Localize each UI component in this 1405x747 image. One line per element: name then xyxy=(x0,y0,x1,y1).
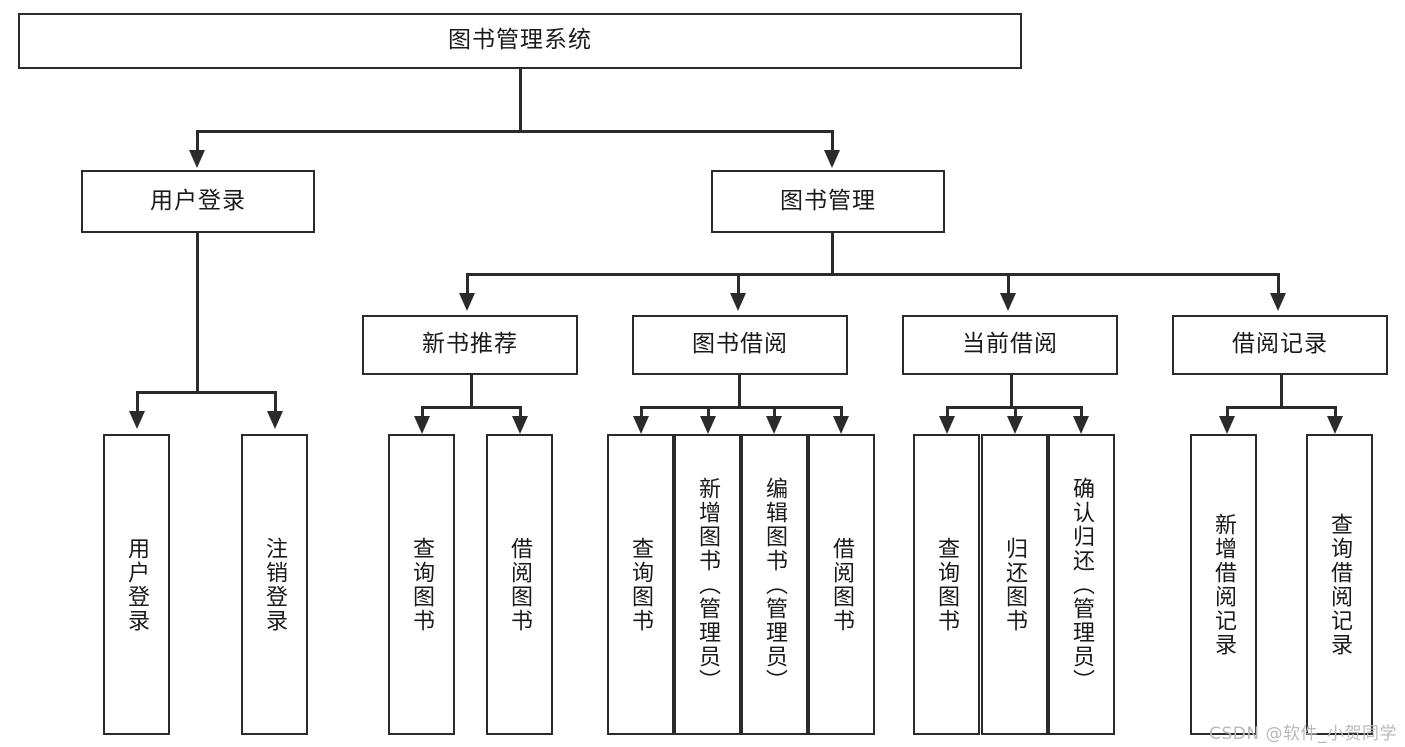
edge-book-borrow-child3 xyxy=(773,406,776,418)
edge-to-new-book xyxy=(466,273,469,295)
edge-new-book-stem xyxy=(470,375,473,408)
edge-root-stem xyxy=(519,69,522,131)
leaf-book-borrow-add[interactable]: 新增图书（管理员） xyxy=(674,434,741,735)
edge-to-book-manage xyxy=(831,130,834,152)
arrow-user-login-child1 xyxy=(129,411,145,429)
leaf-user-login-signin[interactable]: 用户登录 xyxy=(103,434,170,735)
edge-user-login-stem xyxy=(196,233,199,393)
node-label: 确认归还（管理员） xyxy=(1069,476,1095,693)
arrow-book-borrow-child1 xyxy=(633,416,649,434)
edge-to-borrow-record xyxy=(1277,273,1280,295)
edge-current-borrow-stem xyxy=(1010,375,1013,408)
edge-level2-bus xyxy=(196,130,833,133)
edge-new-book-bus xyxy=(421,406,521,409)
arrow-to-new-book xyxy=(459,293,475,311)
arrow-borrow-record-child1 xyxy=(1219,416,1235,434)
arrow-book-borrow-child4 xyxy=(833,416,849,434)
node-label: 借阅图书 xyxy=(829,536,855,633)
node-label: 新增借阅记录 xyxy=(1211,512,1237,657)
node-label: 图书借阅 xyxy=(692,331,788,358)
arrow-new-book-child1 xyxy=(414,416,430,434)
edge-book-borrow-child1 xyxy=(640,406,643,418)
node-label: 图书管理系统 xyxy=(448,27,592,54)
leaf-current-borrow-confirm[interactable]: 确认归还（管理员） xyxy=(1048,434,1115,735)
arrow-to-book-borrow xyxy=(730,293,746,311)
node-label: 用户登录 xyxy=(150,187,246,214)
arrow-current-borrow-child1 xyxy=(939,416,955,434)
node-label: 注销登录 xyxy=(262,536,288,633)
arrow-to-book-manage xyxy=(824,150,840,168)
node-label: 借阅记录 xyxy=(1232,331,1328,358)
node-root-system[interactable]: 图书管理系统 xyxy=(18,13,1022,69)
arrow-new-book-child2 xyxy=(512,416,528,434)
edge-new-book-child2 xyxy=(519,406,522,418)
node-book-borrow[interactable]: 图书借阅 xyxy=(632,315,848,375)
edge-current-borrow-child3 xyxy=(1080,406,1083,418)
node-label: 新增图书（管理员） xyxy=(695,476,721,693)
edge-current-borrow-child1 xyxy=(946,406,949,418)
edge-user-login-child1 xyxy=(136,391,139,413)
edge-book-borrow-child2 xyxy=(707,406,710,418)
edge-new-book-child1 xyxy=(421,406,424,418)
arrow-current-borrow-child3 xyxy=(1073,416,1089,434)
edge-to-current-borrow xyxy=(1007,273,1010,295)
edge-book-borrow-stem xyxy=(738,375,741,408)
node-label: 新书推荐 xyxy=(422,331,518,358)
edge-borrow-record-child2 xyxy=(1334,406,1337,418)
leaf-current-borrow-return[interactable]: 归还图书 xyxy=(981,434,1048,735)
arrow-to-user-login xyxy=(189,150,205,168)
node-new-book-recommend[interactable]: 新书推荐 xyxy=(362,315,578,375)
edge-to-user-login xyxy=(196,130,199,152)
node-label: 归还图书 xyxy=(1002,536,1028,633)
node-label: 编辑图书（管理员） xyxy=(762,476,788,693)
node-label: 图书管理 xyxy=(780,187,876,214)
leaf-borrow-record-add[interactable]: 新增借阅记录 xyxy=(1190,434,1257,735)
edge-book-borrow-child4 xyxy=(840,406,843,418)
watermark: CSDN @软件_小贺同学 xyxy=(1209,724,1397,744)
edge-current-borrow-bus xyxy=(946,406,1080,409)
leaf-user-login-signout[interactable]: 注销登录 xyxy=(241,434,308,735)
arrow-to-borrow-record xyxy=(1270,293,1286,311)
edge-user-login-child2 xyxy=(274,391,277,413)
node-current-borrow[interactable]: 当前借阅 xyxy=(902,315,1118,375)
edge-current-borrow-child2 xyxy=(1014,406,1017,418)
leaf-book-borrow-edit[interactable]: 编辑图书（管理员） xyxy=(741,434,808,735)
leaf-borrow-record-query[interactable]: 查询借阅记录 xyxy=(1306,434,1373,735)
edge-user-login-bus xyxy=(136,391,276,394)
node-label: 用户登录 xyxy=(124,536,150,633)
edge-level3-bus xyxy=(466,273,1280,276)
node-borrow-record[interactable]: 借阅记录 xyxy=(1172,315,1388,375)
edge-book-manage-stem xyxy=(831,233,834,274)
arrow-user-login-child2 xyxy=(267,411,283,429)
arrow-to-current-borrow xyxy=(1000,293,1016,311)
node-label: 借阅图书 xyxy=(507,536,533,633)
edge-borrow-record-child1 xyxy=(1226,406,1229,418)
leaf-book-borrow-query[interactable]: 查询图书 xyxy=(607,434,674,735)
edge-borrow-record-bus xyxy=(1226,406,1336,409)
node-label: 查询图书 xyxy=(628,536,654,633)
node-label: 查询借阅记录 xyxy=(1327,512,1353,657)
node-user-login[interactable]: 用户登录 xyxy=(81,170,315,233)
node-book-management[interactable]: 图书管理 xyxy=(711,170,945,233)
arrow-book-borrow-child2 xyxy=(700,416,716,434)
arrow-current-borrow-child2 xyxy=(1007,416,1023,434)
arrow-book-borrow-child3 xyxy=(766,416,782,434)
edge-borrow-record-stem xyxy=(1280,375,1283,408)
leaf-current-borrow-query[interactable]: 查询图书 xyxy=(913,434,980,735)
leaf-book-borrow-lend[interactable]: 借阅图书 xyxy=(808,434,875,735)
arrow-borrow-record-child2 xyxy=(1327,416,1343,434)
node-label: 查询图书 xyxy=(934,536,960,633)
leaf-new-book-borrow[interactable]: 借阅图书 xyxy=(486,434,553,735)
node-label: 当前借阅 xyxy=(962,331,1058,358)
edge-book-borrow-bus xyxy=(640,406,840,409)
edge-to-book-borrow xyxy=(737,273,740,295)
leaf-new-book-query[interactable]: 查询图书 xyxy=(388,434,455,735)
node-label: 查询图书 xyxy=(409,536,435,633)
